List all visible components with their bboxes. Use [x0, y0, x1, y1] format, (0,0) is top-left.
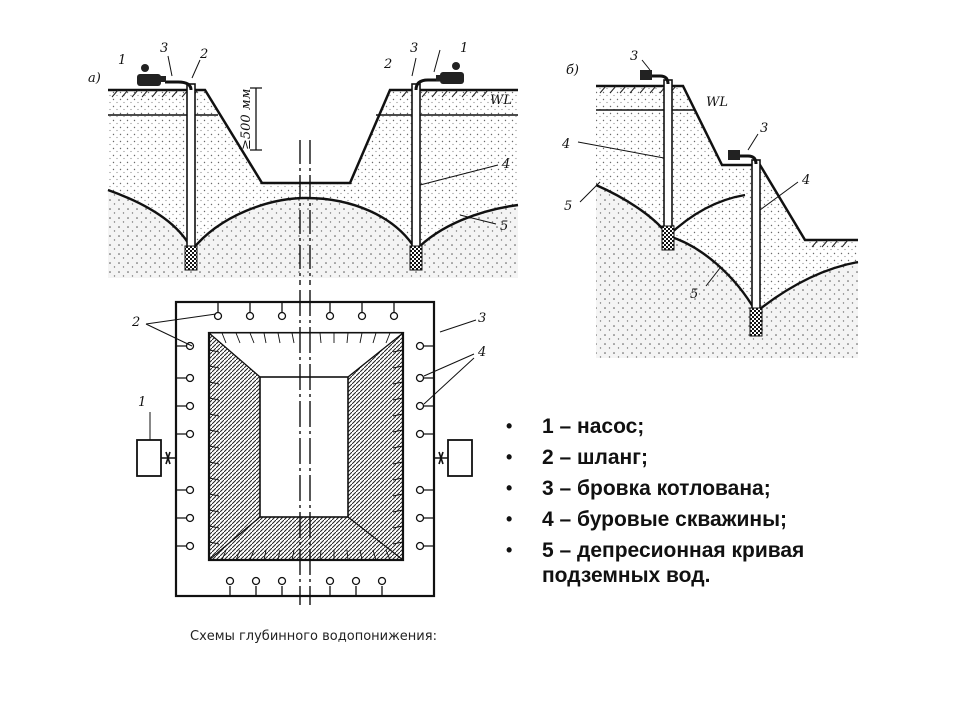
bullet-icon: •: [506, 509, 513, 529]
pump-icon-right: [436, 62, 464, 84]
hose-right: [414, 78, 440, 91]
wl-label-a: WL: [490, 93, 512, 108]
legend-list: • 1 – насос; • 2 – шланг; • 3 – бровка котл…: [506, 414, 902, 594]
panel-a-label: а): [88, 71, 101, 86]
hose-b-lower: [738, 154, 758, 165]
pit-slope-lines: [208, 332, 404, 561]
well-pipe-left: [186, 83, 196, 251]
leaders-a: [167, 49, 499, 225]
leaders-b: [577, 59, 799, 287]
well-filter-left: [184, 245, 198, 271]
ground-hatch-b: [599, 85, 849, 248]
label-b-curve-lower: 5: [690, 287, 698, 302]
pump-icon-left: [137, 64, 166, 86]
legend-item-text: 4 – буровые скважины;: [542, 508, 788, 531]
label-plan-wells: 4: [477, 345, 486, 360]
well-filter-upper: [661, 225, 675, 251]
well-pipe-upper: [663, 79, 673, 231]
label-a-edge-left: 3: [160, 41, 168, 56]
label-plan-hose: 2: [131, 315, 140, 330]
well-filter-right: [409, 245, 423, 271]
bullet-icon: •: [506, 540, 513, 560]
pit-bottom: [259, 376, 349, 518]
bullet-icon: •: [506, 447, 513, 467]
plan-wells-right: [415, 341, 434, 551]
axis-line-a: [299, 140, 311, 285]
label-b-edge-upper: 3: [630, 49, 638, 64]
hose-b-upper: [650, 74, 670, 85]
hose-left: [165, 80, 193, 91]
wl-label-b: WL: [706, 95, 728, 110]
well-filter-lower: [749, 307, 763, 337]
leaders-plan: [145, 313, 477, 440]
legend-item-wells: • 4 – буровые скважины;: [506, 507, 902, 532]
label-a-well: 4: [501, 157, 510, 172]
label-b-well-lower: 4: [801, 173, 810, 188]
label-plan-edge: 3: [478, 311, 486, 326]
legend-item-pump: • 1 – насос;: [506, 414, 902, 439]
label-a-pump-right: 1: [460, 41, 468, 56]
legend-item-depression-curve: • 5 – депресионная кривая подземных вод.: [506, 538, 902, 588]
label-b-curve-upper: 5: [564, 199, 572, 214]
label-b-edge-lower: 3: [760, 121, 768, 136]
label-a-hose-left: 2: [199, 47, 208, 62]
panel-a-section: 1 3 2 2 3 1 4 5 а) WL ≥500 мм: [88, 41, 519, 285]
legend-item-pit-edge: • 3 – бровка котлована;: [506, 476, 902, 501]
pump-icon-b-lower: [728, 150, 740, 160]
depth-label: ≥500 мм: [239, 89, 254, 150]
plan-view: 2 1 3 4: [131, 290, 486, 605]
label-a-pump-left: 1: [118, 53, 126, 68]
depression-curve-a: [107, 188, 519, 253]
label-a-curve: 5: [500, 219, 508, 234]
plan-pump-left-pipe: [161, 451, 176, 465]
well-pipe-right: [411, 83, 421, 251]
legend-item-text: 2 – шланг;: [542, 446, 648, 469]
axis-line-plan: [299, 290, 311, 605]
legend-item-text: 3 – бровка котлована;: [542, 477, 771, 500]
bullet-icon: •: [506, 416, 513, 436]
pump-icon-b-upper: [640, 70, 652, 80]
plan-wells-bottom: [225, 576, 387, 596]
plan-pump-right-pipe: [434, 451, 448, 465]
plan-wells-top: [213, 302, 399, 321]
slope-hatching: [208, 332, 404, 561]
figure-caption: Схемы глубинного водопонижения:: [190, 629, 437, 644]
plan-wells-left: [176, 341, 195, 551]
label-plan-pump: 1: [138, 395, 146, 410]
legend-item-text: 5 – депресионная кривая подземных вод.: [542, 539, 805, 587]
label-a-edge-right: 3: [410, 41, 418, 56]
depth-dimension-line: [250, 87, 262, 151]
legend-item-hose: • 2 – шланг;: [506, 445, 902, 470]
panel-b-section: 3 3 4 4 5 5 б) WL: [561, 49, 859, 358]
legend-item-text: 1 – насос;: [542, 415, 645, 438]
bullet-icon: •: [506, 478, 513, 498]
label-b-well-upper: 4: [561, 137, 570, 152]
plan-pump-right: [447, 439, 473, 477]
plan-pump-left: [136, 439, 162, 477]
panel-b-label: б): [566, 63, 579, 78]
label-a-hose-right: 2: [383, 57, 392, 72]
well-pipe-lower: [751, 159, 761, 311]
